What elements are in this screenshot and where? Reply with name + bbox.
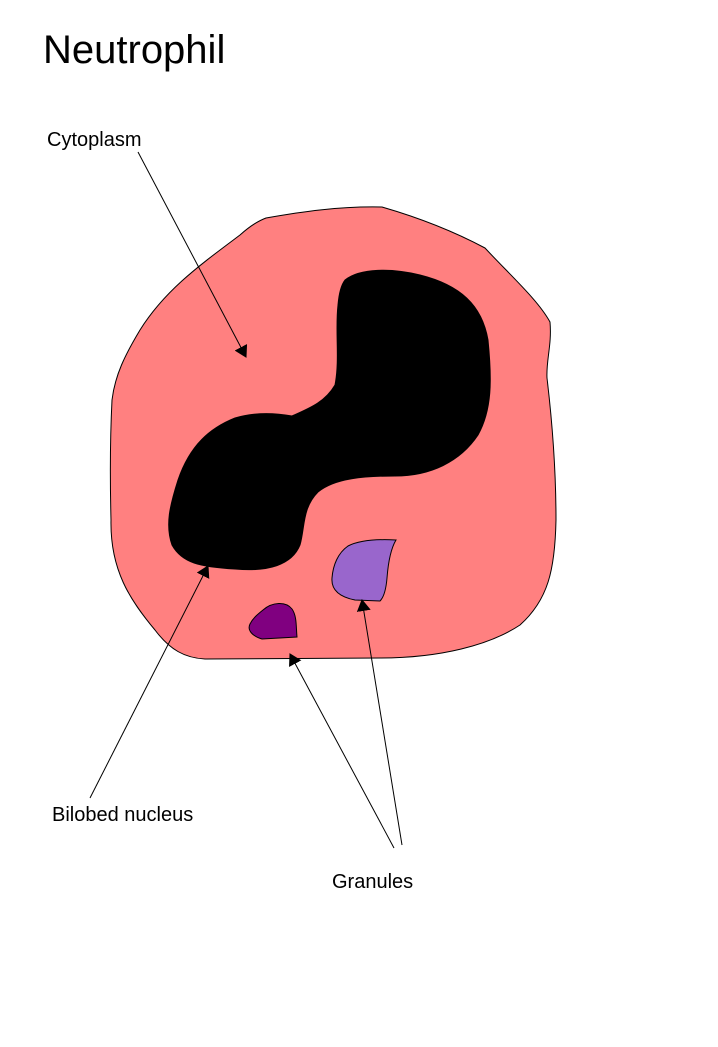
granule-dark-arrow <box>289 653 395 849</box>
cytoplasm-label: Cytoplasm <box>47 129 141 151</box>
nucleus-label: Bilobed nucleus <box>52 804 193 826</box>
cytoplasm-arrow <box>137 151 248 358</box>
nucleus-arrow <box>89 565 210 799</box>
diagram-title: Neutrophil <box>43 28 225 72</box>
granule-light-shape <box>331 539 397 602</box>
granule-light-arrow <box>356 599 403 846</box>
nucleus-shape <box>168 269 491 571</box>
granules-label: Granules <box>332 871 413 893</box>
granule-dark-shape <box>248 603 298 640</box>
